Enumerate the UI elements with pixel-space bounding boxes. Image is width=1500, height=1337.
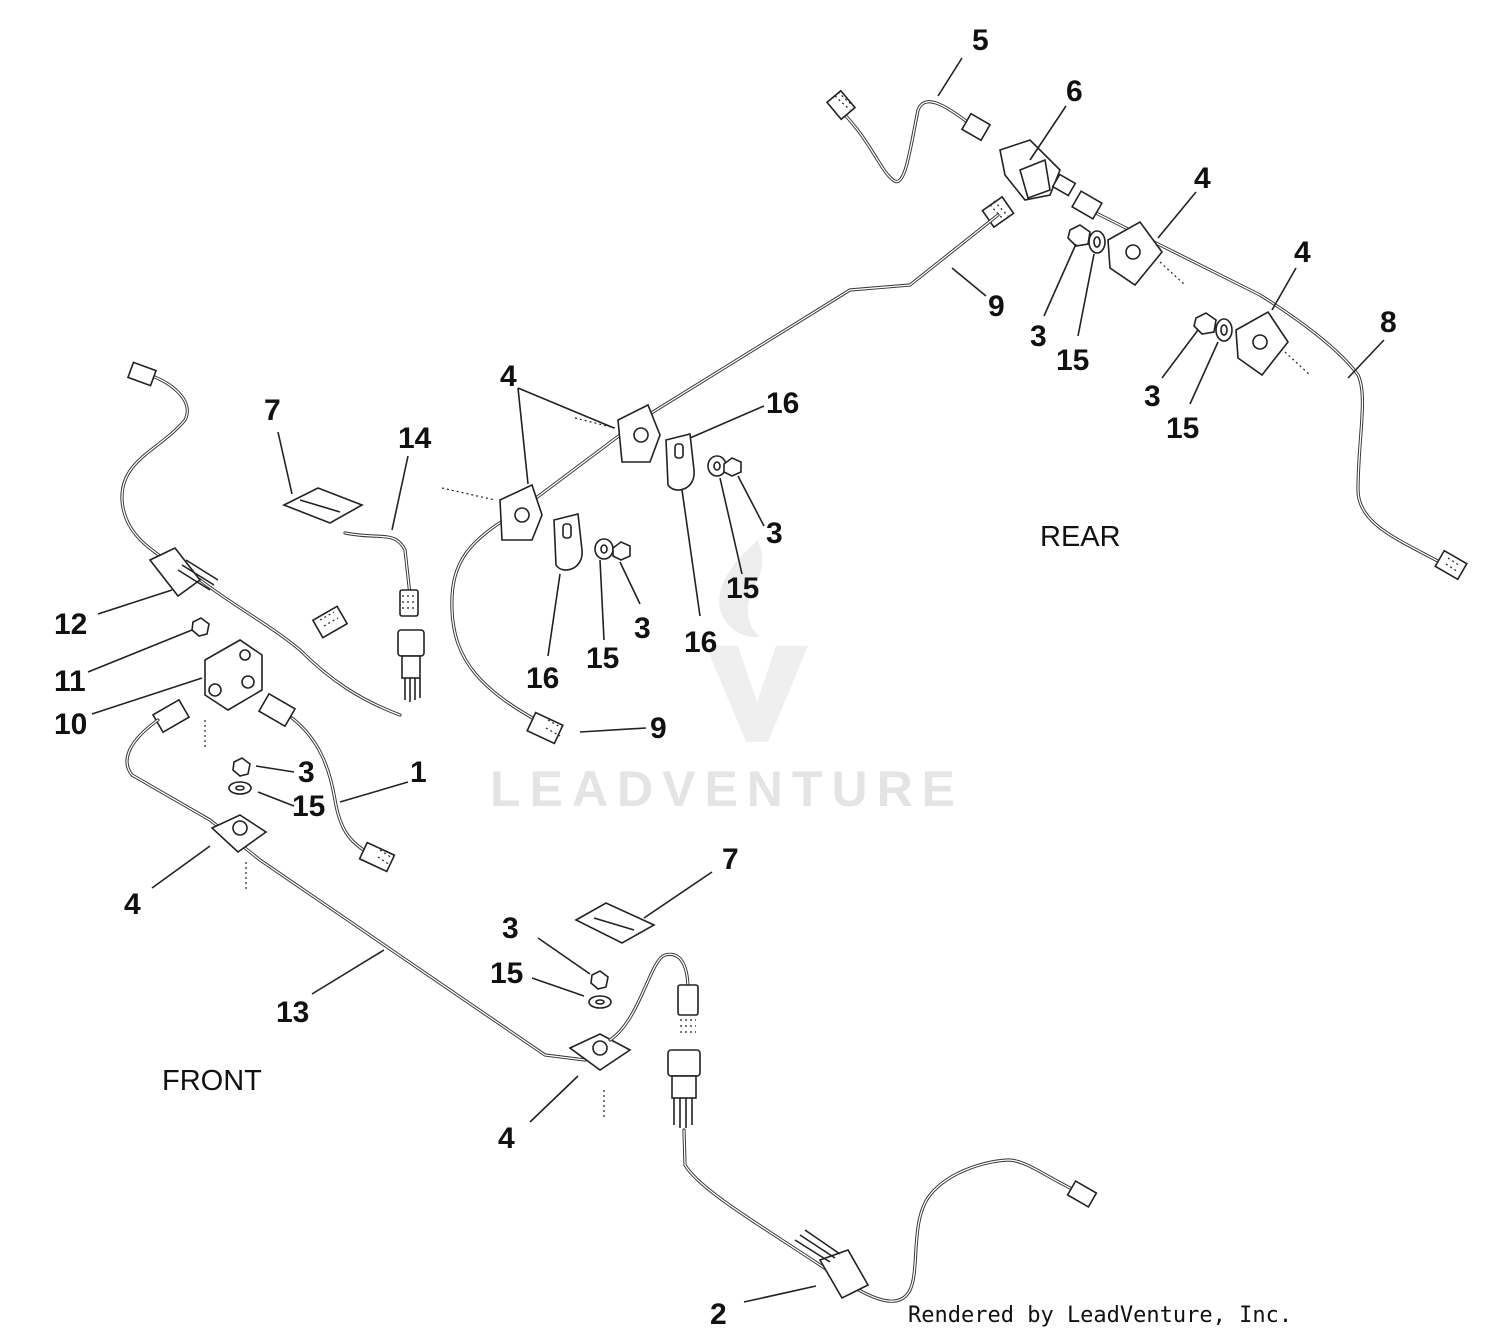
front-left-assembly <box>120 361 587 1062</box>
fitting <box>677 984 699 1033</box>
callout-7: 7 <box>722 843 739 876</box>
nut <box>723 457 742 477</box>
clamp <box>1235 310 1311 377</box>
callout-3: 3 <box>634 612 651 645</box>
fitting <box>151 698 191 734</box>
front-lower-assembly <box>568 902 1098 1303</box>
fitting <box>126 361 158 387</box>
pressure-switch <box>667 1049 701 1128</box>
tee-fitting <box>999 139 1077 201</box>
fitting <box>358 841 396 873</box>
callout-3: 3 <box>1144 380 1161 413</box>
washer <box>1215 318 1233 342</box>
callout-15: 15 <box>586 642 619 675</box>
washer <box>594 538 614 560</box>
callout-4: 4 <box>498 1122 515 1155</box>
callout-7: 7 <box>264 394 281 427</box>
rear-label: REAR <box>1040 521 1121 553</box>
washer <box>228 781 252 795</box>
fitting <box>257 692 297 728</box>
fitting <box>311 605 349 639</box>
fitting <box>825 89 857 121</box>
nut <box>1067 224 1091 247</box>
callout-16: 16 <box>526 662 559 695</box>
fitting <box>960 112 992 142</box>
callout-3: 3 <box>1030 320 1047 353</box>
bracket <box>553 513 583 571</box>
clamp <box>210 814 268 892</box>
washer <box>1088 230 1106 254</box>
callout-16: 16 <box>684 626 717 659</box>
callout-2: 2 <box>710 1298 727 1331</box>
callout-9: 9 <box>988 290 1005 323</box>
clamp <box>1107 220 1186 287</box>
rear-tee-assembly <box>825 89 1468 581</box>
spacer-plate <box>574 902 656 944</box>
callout-numbers: 5 6 4 4 9 3 15 8 3 15 4 16 3 15 16 3 15 … <box>54 24 1397 1331</box>
credit-text: Rendered by LeadVenture, Inc. <box>908 1303 1292 1328</box>
clamp <box>441 483 543 541</box>
nut <box>1193 312 1217 335</box>
watermark: LEADVENTURE <box>490 540 964 817</box>
callout-15: 15 <box>1166 412 1199 445</box>
pressure-switch <box>397 629 425 702</box>
middle-line-assembly <box>441 213 1000 745</box>
nut <box>232 757 251 777</box>
callout-6: 6 <box>1066 75 1083 108</box>
leadventure-logo-icon <box>706 540 808 742</box>
hose-fitting <box>794 1229 870 1300</box>
nut <box>612 541 631 561</box>
callout-12: 12 <box>54 608 87 641</box>
callout-13: 13 <box>276 996 309 1029</box>
fitting <box>399 589 419 617</box>
leader-lines <box>87 57 1385 1303</box>
callout-1: 1 <box>410 756 427 789</box>
fitting <box>1071 190 1103 220</box>
callout-3: 3 <box>298 756 315 789</box>
hose-fitting <box>148 547 219 598</box>
callout-3: 3 <box>502 912 519 945</box>
callout-15: 15 <box>726 572 759 605</box>
fitting <box>526 711 564 745</box>
bracket <box>665 433 695 491</box>
callout-14: 14 <box>398 422 432 455</box>
callout-15: 15 <box>292 790 325 823</box>
callout-10: 10 <box>54 708 87 741</box>
spacer-plate <box>282 487 364 524</box>
junction-block <box>204 639 263 750</box>
callout-3: 3 <box>766 517 783 550</box>
callout-16: 16 <box>766 387 799 420</box>
callout-15: 15 <box>1056 344 1089 377</box>
watermark-text: LEADVENTURE <box>490 761 964 817</box>
callout-4: 4 <box>1294 236 1311 269</box>
clamp <box>568 1033 632 1120</box>
nut <box>191 617 210 637</box>
washer <box>588 995 612 1009</box>
clamp <box>574 403 661 463</box>
callout-4: 4 <box>124 888 141 921</box>
callout-9: 9 <box>650 712 667 745</box>
callout-15: 15 <box>490 957 523 990</box>
fitting <box>1066 1179 1098 1209</box>
front-label: FRONT <box>162 1065 262 1097</box>
callout-8: 8 <box>1380 306 1397 339</box>
callout-4: 4 <box>1194 162 1211 195</box>
washer <box>707 455 727 477</box>
nut <box>590 970 609 990</box>
callout-5: 5 <box>972 24 989 57</box>
fitting <box>1434 549 1468 581</box>
callout-4: 4 <box>500 360 517 393</box>
callout-11: 11 <box>54 665 86 698</box>
